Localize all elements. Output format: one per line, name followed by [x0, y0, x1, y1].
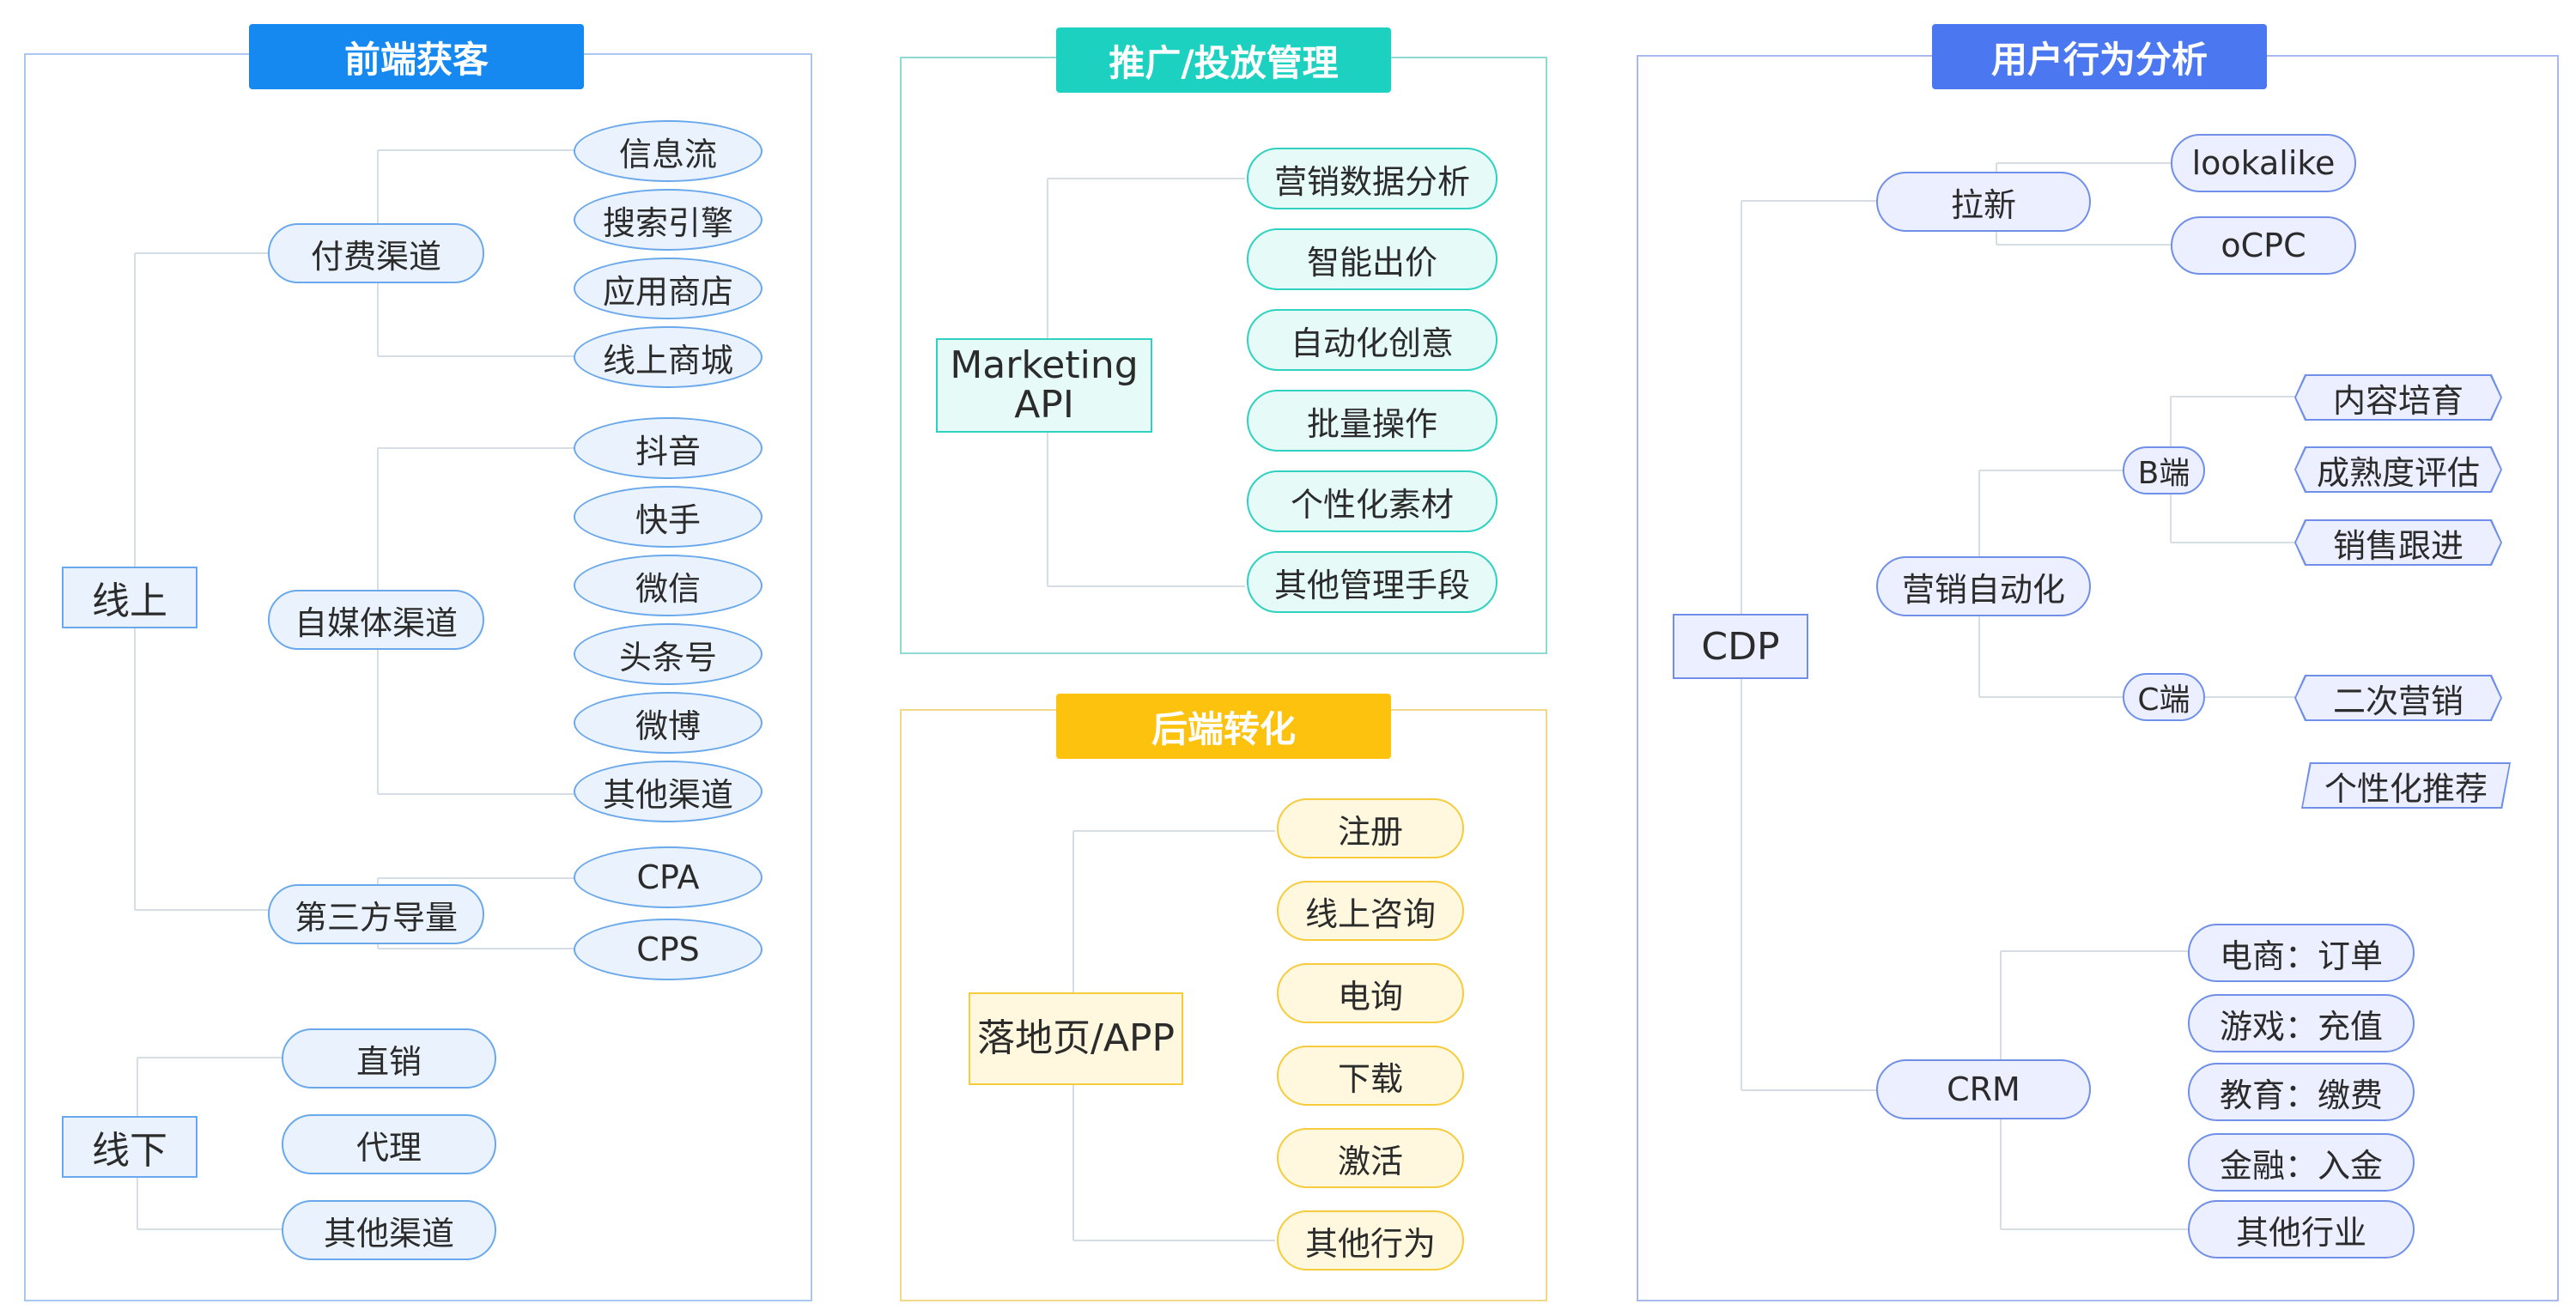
panel-marketing-title: 推广/投放管理	[1056, 27, 1391, 93]
marketing-item: 营销数据分析	[1247, 148, 1498, 209]
media-item: 抖音	[574, 417, 762, 479]
paid-channel-node: 付费渠道	[268, 223, 484, 283]
b-side-item: 销售跟进	[2294, 519, 2502, 566]
landing-page-node: 落地页/APP	[969, 992, 1183, 1085]
conversion-item: 注册	[1277, 798, 1464, 858]
paid-item: 信息流	[574, 120, 762, 182]
media-item: 微博	[574, 692, 762, 754]
conversion-item: 线上咨询	[1277, 881, 1464, 941]
crm-item: 游戏：充值	[2188, 994, 2415, 1052]
conversion-item: 其他行为	[1277, 1210, 1464, 1271]
panel-conversion-title: 后端转化	[1056, 694, 1391, 759]
c-side-item: 个性化推荐	[2301, 762, 2511, 809]
crm-node: CRM	[1876, 1059, 2091, 1119]
marketing-item: 自动化创意	[1247, 309, 1498, 371]
paid-item: 搜索引擎	[574, 189, 762, 251]
conversion-item: 下载	[1277, 1046, 1464, 1106]
b-side-item: 内容培育	[2294, 374, 2502, 421]
conversion-item: 激活	[1277, 1128, 1464, 1188]
crm-item: 电商：订单	[2188, 924, 2415, 982]
automation-node: 营销自动化	[1876, 556, 2091, 616]
acquire-node: 拉新	[1876, 172, 2091, 232]
panel-behavior-title: 用户行为分析	[1932, 24, 2267, 89]
acquire-item: lookalike	[2171, 134, 2356, 192]
c-side-item-label: 二次营销	[2296, 676, 2500, 719]
b-side-item-label: 销售跟进	[2296, 521, 2500, 564]
c-side-item: 二次营销	[2294, 675, 2502, 721]
paid-item: 应用商店	[574, 258, 762, 319]
paid-item: 线上商城	[574, 326, 762, 388]
crm-item: 金融：入金	[2188, 1133, 2415, 1192]
b-side-item: 成熟度评估	[2294, 446, 2502, 493]
marketing-item: 智能出价	[1247, 228, 1498, 290]
b-side-item-label: 成熟度评估	[2296, 448, 2500, 491]
c-side-item-label: 个性化推荐	[2303, 764, 2509, 807]
media-item: 快手	[574, 486, 762, 548]
b-side-node: B端	[2123, 446, 2205, 494]
b-side-item-label: 内容培育	[2296, 376, 2500, 419]
marketing-api-node: Marketing API	[936, 338, 1152, 433]
offline-item: 直销	[282, 1028, 496, 1089]
media-item: 头条号	[574, 623, 762, 685]
marketing-item: 其他管理手段	[1247, 551, 1498, 613]
media-channel-node: 自媒体渠道	[268, 590, 484, 650]
online-node: 线上	[62, 567, 197, 628]
crm-item: 其他行业	[2188, 1200, 2415, 1258]
media-item: 其他渠道	[574, 761, 762, 822]
third-party-item: CPA	[574, 846, 762, 908]
c-side-node: C端	[2123, 673, 2205, 721]
crm-item: 教育：缴费	[2188, 1063, 2415, 1121]
media-item: 微信	[574, 555, 762, 616]
marketing-item: 个性化素材	[1247, 470, 1498, 532]
panel-acquisition-title: 前端获客	[249, 24, 584, 89]
cdp-node: CDP	[1673, 614, 1808, 679]
conversion-item: 电询	[1277, 963, 1464, 1023]
third-party-node: 第三方导量	[268, 884, 484, 944]
acquire-item: oCPC	[2171, 216, 2356, 275]
marketing-item: 批量操作	[1247, 390, 1498, 452]
offline-item: 其他渠道	[282, 1200, 496, 1260]
third-party-item: CPS	[574, 919, 762, 980]
offline-node: 线下	[62, 1116, 197, 1178]
offline-item: 代理	[282, 1114, 496, 1174]
